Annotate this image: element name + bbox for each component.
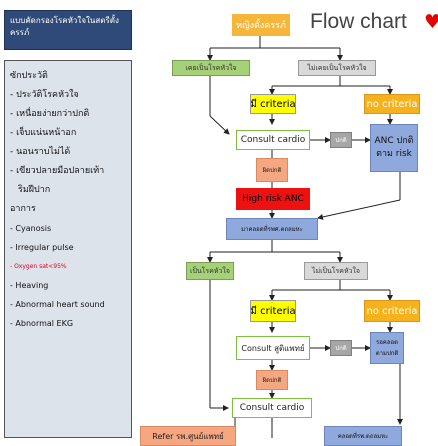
refer-hospital: Refer รพ.ศูนย์แพทย์ bbox=[140, 426, 236, 446]
abnormal-2: ผิดปกติ bbox=[256, 370, 288, 390]
sidebar-item: - Cyanosis bbox=[10, 224, 52, 233]
no-history-heart-disease: ไม่เคยเป็นโรคหัวใจ bbox=[298, 60, 376, 76]
flowchart-title: Flow chart bbox=[310, 10, 407, 33]
anc-normal-risk: ANC ปกติ ตาม risk bbox=[370, 124, 418, 172]
no-heart-disease: ไม่เป็นโรคหัวใจ bbox=[304, 262, 368, 280]
sidebar-item: ริมฝีปาก bbox=[18, 185, 51, 195]
sidebar-item: อาการ bbox=[10, 204, 36, 214]
sidebar-item: - Oxygen sat<95% bbox=[10, 263, 67, 270]
delivery-hospital-1: มาคลอดที่รพศ.ตถลมหะ bbox=[226, 218, 318, 240]
no-criteria-box-1: no criteria bbox=[364, 94, 420, 114]
sidebar-item: - เขียวปลายมือปลายเท้า bbox=[10, 166, 105, 176]
sidebar-item: - นอนราบไม่ได้ bbox=[10, 147, 71, 157]
has-heart-disease: เป็นโรคหัวใจ bbox=[186, 262, 234, 280]
consult-obgyn: Consult สูติแพทย์ bbox=[236, 336, 310, 360]
sidebar-item: - เหนื่อยง่ายกว่าปกติ bbox=[10, 109, 90, 119]
abnormal-1: ผิดปกติ bbox=[256, 158, 288, 182]
screening-criteria-panel: ซักประวัติ - ประวัติโรคหัวใจ - เหนื่อยง่าย… bbox=[4, 60, 132, 438]
sidebar-item: - Irregular pulse bbox=[10, 243, 74, 252]
sidebar-header: แบบคัดกรองโรคหัวใจในสตรีตั้งครรภ์ bbox=[4, 10, 132, 50]
sidebar-item: - ประวัติโรคหัวใจ bbox=[10, 90, 79, 100]
start-pregnant-woman: หญิงตั้งครรภ์ bbox=[232, 14, 290, 36]
criteria-box-2: มี criteria bbox=[250, 300, 296, 322]
sidebar-item: - Abnormal EKG bbox=[10, 319, 74, 328]
criteria-box-1: มี criteria bbox=[250, 94, 296, 114]
normal-1: ปกติ bbox=[330, 132, 352, 148]
history-heart-disease: เคยเป็นโรคหัวใจ bbox=[172, 60, 250, 76]
heart-icon: ♥ bbox=[424, 11, 438, 33]
normal-2: ปกติ bbox=[330, 340, 352, 356]
sidebar-item: - เจ็บแน่นหน้าอก bbox=[10, 128, 77, 138]
delivery-hospital-2: คลอดที่รพ.ตถลมหะ bbox=[324, 426, 402, 446]
consult-cardio-1: Consult cardio bbox=[236, 130, 310, 150]
high-risk-anc: High risk ANC bbox=[236, 188, 310, 210]
sidebar-item: - Heaving bbox=[10, 281, 49, 290]
sidebar-item: - Abnormal heart sound bbox=[10, 300, 105, 309]
no-criteria-box-2: no criteria bbox=[364, 300, 420, 322]
wait-normal-delivery: รอคลอด ตามปกติ bbox=[370, 332, 404, 364]
consult-cardio-2: Consult cardio bbox=[232, 398, 312, 418]
sidebar-item: ซักประวัติ bbox=[10, 71, 48, 81]
